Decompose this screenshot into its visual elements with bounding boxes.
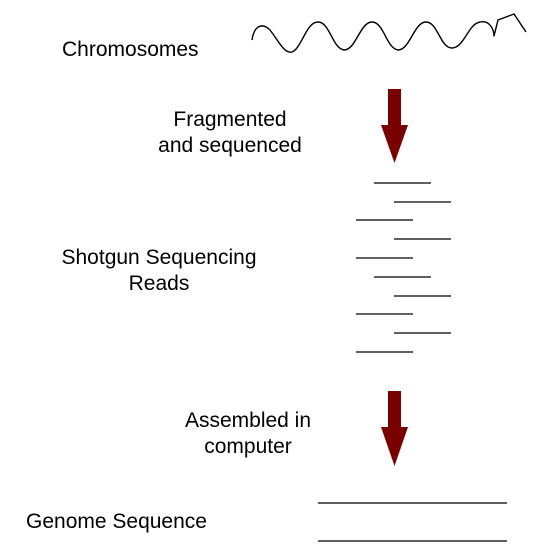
down-arrow-icon	[381, 89, 408, 163]
shotgun-reads	[356, 182, 451, 353]
genome-sequence-label: Genome Sequence	[26, 510, 207, 533]
shotgun-reads-label: Shotgun Sequencing Reads	[34, 245, 284, 297]
chromosome-squiggle-icon	[251, 13, 527, 53]
fragmented-label: Fragmented and sequenced	[130, 107, 330, 159]
assembled-label-line1: Assembled in	[184, 409, 312, 432]
shotgun-reads-label-line1: Shotgun Sequencing	[61, 246, 257, 269]
shotgun-reads-label-line2: Reads	[128, 272, 190, 295]
assembled-label: Assembled in computer	[148, 408, 348, 460]
down-arrow-icon	[381, 391, 408, 466]
fragmented-label-line2: and sequenced	[158, 134, 302, 157]
assembled-label-line2: computer	[204, 435, 292, 458]
genome-sequence-lines	[318, 502, 507, 542]
fragmented-label-line1: Fragmented	[173, 108, 287, 131]
chromosomes-label: Chromosomes	[62, 38, 199, 61]
